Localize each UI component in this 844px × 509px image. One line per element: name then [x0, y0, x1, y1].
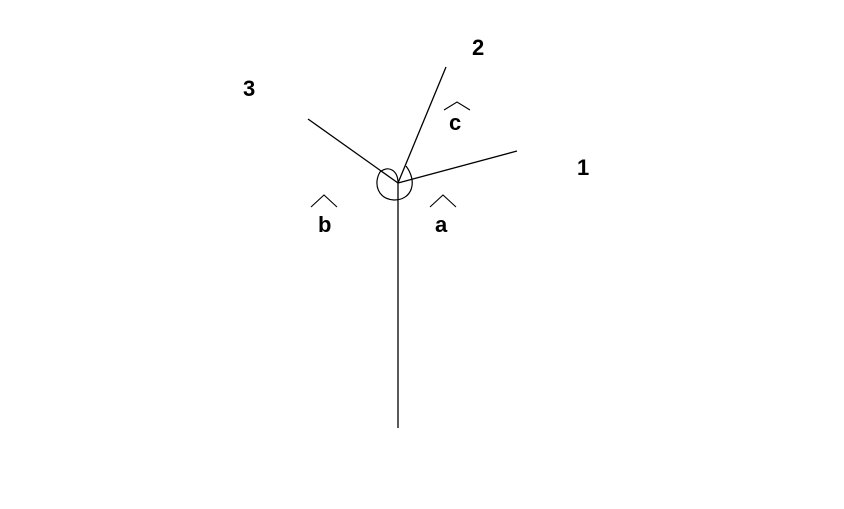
angle-label-c: c — [449, 110, 461, 135]
ray-1 — [397, 150, 518, 184]
angle-arc — [376, 165, 413, 201]
ray-2 — [397, 66, 447, 184]
ray-label-1: 1 — [577, 155, 589, 180]
angle-label-a: a — [435, 212, 448, 237]
ray-label-2: 2 — [472, 35, 484, 60]
ray-label-3: 3 — [243, 76, 255, 101]
angle-hat-c — [443, 101, 471, 111]
angle-hat-b — [310, 194, 338, 208]
ray-3 — [307, 118, 399, 184]
angle-hat-a — [429, 194, 457, 208]
angle-label-b: b — [318, 212, 331, 237]
